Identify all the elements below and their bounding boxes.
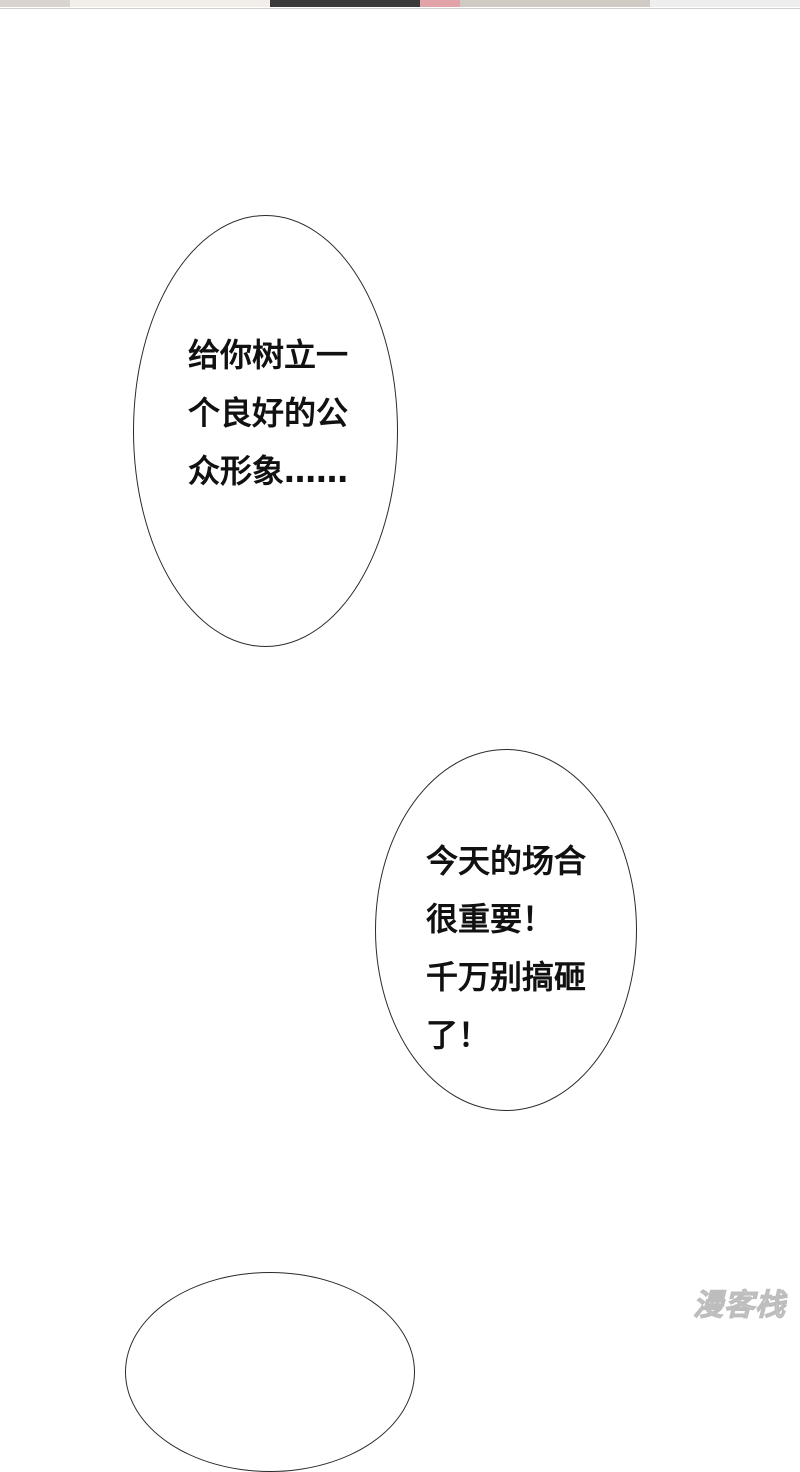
previous-panel-edge (0, 0, 800, 9)
speech-bubble-1-text: 给你树立一 个良好的公 众形象…… (188, 336, 349, 490)
speech-bubble-3 (125, 1272, 415, 1472)
speech-bubble-1 (133, 215, 398, 647)
speech-bubble-2 (375, 749, 637, 1111)
watermark-logo: 漫客栈 (693, 1288, 786, 1324)
speech-bubble-2-text: 今天的场合 很重要！ 千万别搞砸 了！ (426, 842, 587, 1054)
